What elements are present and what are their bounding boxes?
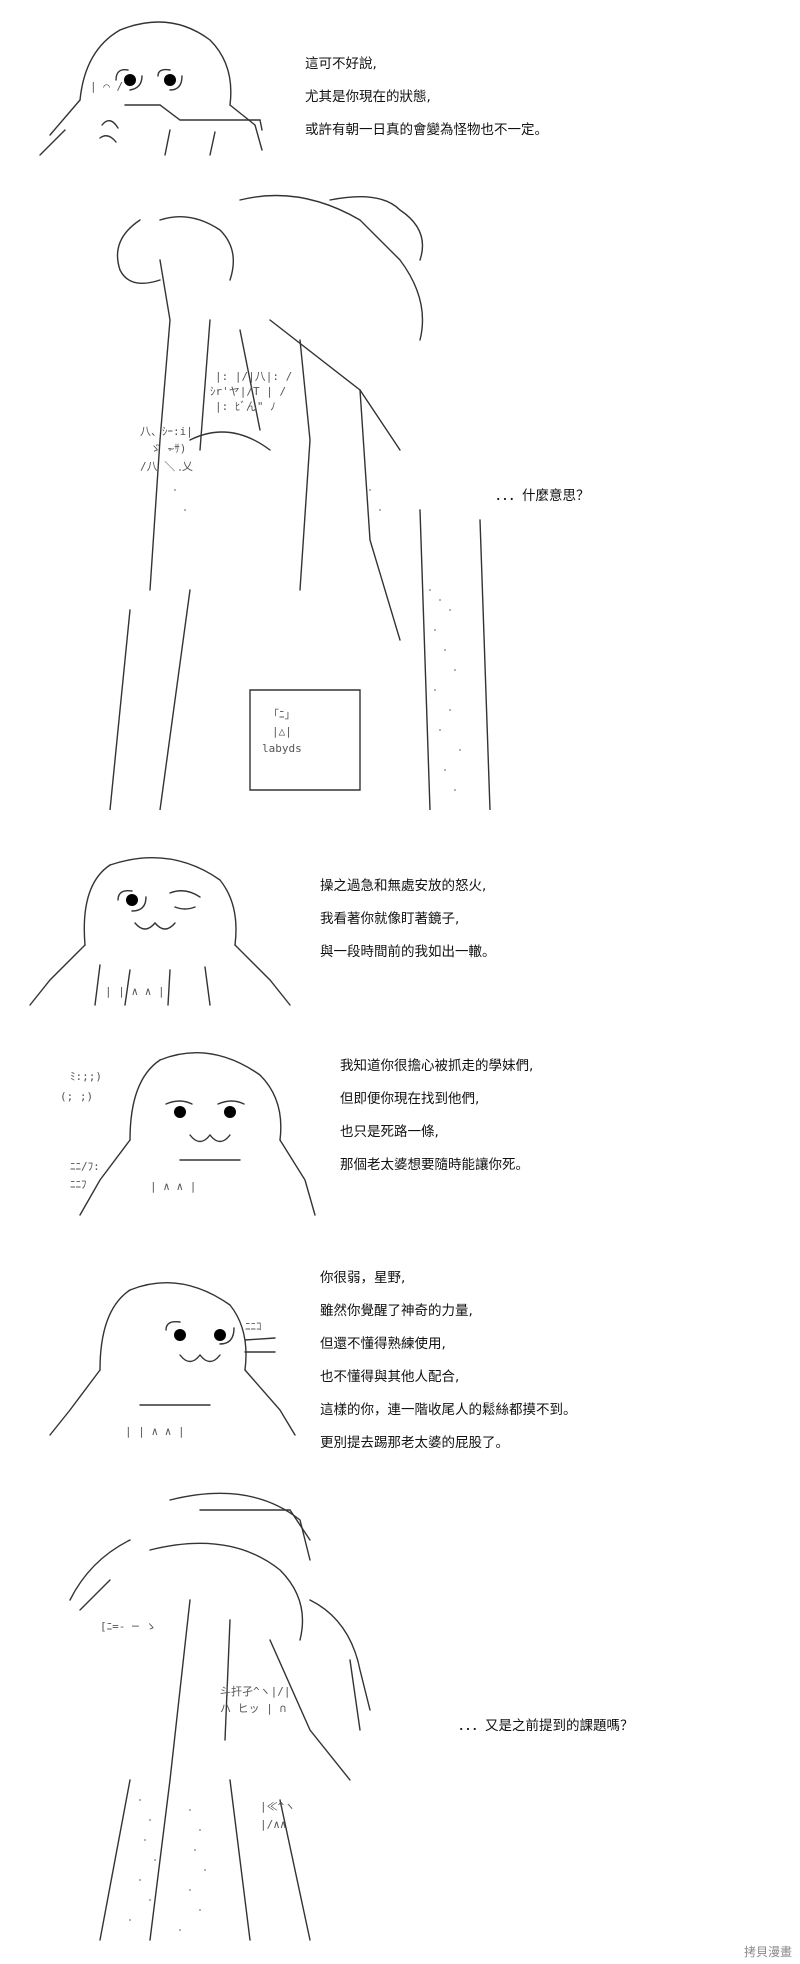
- svg-text:| ∧ ∧ |: | ∧ ∧ |: [150, 1180, 196, 1193]
- svg-text:|: ﾋﾞん" ﾉ: |: ﾋﾞん" ﾉ: [215, 400, 276, 413]
- svg-text:|: |/|八|: /: |: |/|八|: /: [215, 370, 292, 383]
- svg-text:| | ∧ ∧ |: | | ∧ ∧ |: [105, 985, 165, 998]
- dialogue-line: 但即便你現在找到他們,: [340, 1091, 480, 1107]
- panel-5-ascii-art-character: ﾆﾆｺ | | ∧ ∧ |: [30, 1270, 300, 1450]
- panel-2-ascii-art-character: |: |/|八|: / ｼr'ヤ|/T | / |: ﾋﾞん" ﾉ 八、ｼｰ:i…: [100, 190, 520, 810]
- svg-text:(; ;): (; ;): [60, 1090, 93, 1103]
- svg-text:[ﾆ=- ─ ゝ: [ﾆ=- ─ ゝ: [100, 1620, 156, 1633]
- svg-text:ﾐ:;;): ﾐ:;;): [70, 1070, 102, 1083]
- panel-6-ascii-art-character: 斗扞孑^ヽ|/| ハ ヒッ | ∩ |≪^ヽ |/∧∧ [ﾆ=- ─ ゝ: [50, 1480, 450, 1950]
- dialogue-line: 也只是死路一條,: [340, 1124, 439, 1140]
- dialogue-line: 那個老太婆想要隨時能讓你死。: [340, 1157, 529, 1173]
- panel-2-art-label: labyds: [262, 742, 302, 755]
- dialogue-line: 雖然你覺醒了神奇的力量,: [320, 1303, 473, 1319]
- dialogue-line: 更別提去踢那老太婆的屁股了。: [320, 1435, 509, 1451]
- dialogue-line: 尤其是你現在的狀態,: [305, 89, 431, 105]
- svg-text:ハ ヒッ | ∩: ハ ヒッ | ∩: [220, 1702, 286, 1715]
- panel-1-ascii-art-character: | ⌒ /: [30, 10, 290, 160]
- dialogue-line: 或許有朝一日真的會變為怪物也不一定。: [305, 122, 548, 138]
- svg-text:|/∧∧: |/∧∧: [260, 1818, 287, 1831]
- dialogue-line: ．．．又是之前提到的課題嗎？: [458, 1718, 634, 1734]
- svg-text:/八 ＼ 乂: /八 ＼ 乂: [140, 460, 193, 473]
- svg-text:八、ｼｰ:i|: 八、ｼｰ:i|: [140, 425, 193, 438]
- svg-text:ゞ ~ｻ): ゞ ~ｻ): [150, 442, 186, 455]
- dialogue-line: 這可不好說,: [305, 56, 377, 72]
- panel-2-dialogue: ．．．什麼意思？: [495, 480, 590, 513]
- dialogue-line: 我知道你很擔心被抓走的學妹們,: [340, 1058, 534, 1074]
- panel-4: ﾐ:;;) (; ;) ﾆﾆ/ﾌ: ﾆﾆﾌ | ∧ ∧ | 我知道你很擔心被抓走…: [0, 1030, 800, 1230]
- panel-4-ascii-art-character: ﾐ:;;) (; ;) ﾆﾆ/ﾌ: ﾆﾆﾌ | ∧ ∧ |: [40, 1040, 320, 1220]
- dialogue-line: 操之過急和無處安放的怒火,: [320, 878, 487, 894]
- svg-text:斗扞孑^ヽ|/|: 斗扞孑^ヽ|/|: [220, 1684, 291, 1698]
- svg-text:| ⌒ /: | ⌒ /: [90, 80, 123, 93]
- dialogue-line: 你很弱，星野,: [320, 1270, 406, 1286]
- svg-text:ﾆﾆﾌ: ﾆﾆﾌ: [70, 1178, 87, 1191]
- svg-text:ﾆﾆ/ﾌ:: ﾆﾆ/ﾌ:: [70, 1160, 100, 1173]
- watermark: 拷貝漫畫: [743, 1945, 792, 1959]
- panel-4-dialogue: 我知道你很擔心被抓走的學妹們, 但即便你現在找到他們, 也只是死路一條, 那個老…: [340, 1050, 533, 1182]
- svg-text:「ﾆ」: 「ﾆ」: [268, 708, 296, 721]
- panel-6: 斗扞孑^ヽ|/| ハ ヒッ | ∩ |≪^ヽ |/∧∧ [ﾆ=- ─ ゝ ．．．…: [0, 1470, 800, 1964]
- panel-1: | ⌒ / 這可不好說, 尤其是你現在的狀態, 或許有朝一日真的會變為怪物也不一…: [0, 0, 800, 170]
- dialogue-line: 與一段時間前的我如出一轍。: [320, 944, 496, 960]
- dialogue-line: 這樣的你，連一階收尾人的鬆絲都摸不到。: [320, 1402, 577, 1418]
- panel-5: ﾆﾆｺ | | ∧ ∧ | 你很弱，星野, 雖然你覺醒了神奇的力量, 但還不懂得…: [0, 1250, 800, 1460]
- dialogue-line: 也不懂得與其他人配合,: [320, 1369, 460, 1385]
- svg-text:ｼr'ヤ|/T | /: ｼr'ヤ|/T | /: [210, 385, 286, 398]
- dialogue-line: ．．．什麼意思？: [495, 488, 590, 504]
- panel-5-dialogue: 你很弱，星野, 雖然你覺醒了神奇的力量, 但還不懂得熟練使用, 也不懂得與其他人…: [320, 1262, 577, 1460]
- panel-2: |: |/|八|: / ｼr'ヤ|/T | / |: ﾋﾞん" ﾉ 八、ｼｰ:i…: [0, 180, 800, 820]
- panel-3-dialogue: 操之過急和無處安放的怒火, 我看著你就像盯著鏡子, 與一段時間前的我如出一轍。: [320, 870, 496, 969]
- svg-text:|≪^ヽ: |≪^ヽ: [260, 1800, 295, 1813]
- panel-3-ascii-art-character: | | ∧ ∧ |: [20, 845, 300, 1015]
- svg-text:| | ∧ ∧ |: | | ∧ ∧ |: [125, 1425, 185, 1438]
- svg-text:ﾆﾆｺ: ﾆﾆｺ: [245, 1320, 262, 1333]
- panel-3: | | ∧ ∧ | 操之過急和無處安放的怒火, 我看著你就像盯著鏡子, 與一段時…: [0, 835, 800, 1015]
- svg-text:|△|: |△|: [272, 725, 292, 738]
- panel-1-dialogue: 這可不好說, 尤其是你現在的狀態, 或許有朝一日真的會變為怪物也不一定。: [305, 48, 548, 147]
- dialogue-line: 但還不懂得熟練使用,: [320, 1336, 446, 1352]
- dialogue-line: 我看著你就像盯著鏡子,: [320, 911, 460, 927]
- panel-6-dialogue: ．．．又是之前提到的課題嗎？: [458, 1710, 634, 1743]
